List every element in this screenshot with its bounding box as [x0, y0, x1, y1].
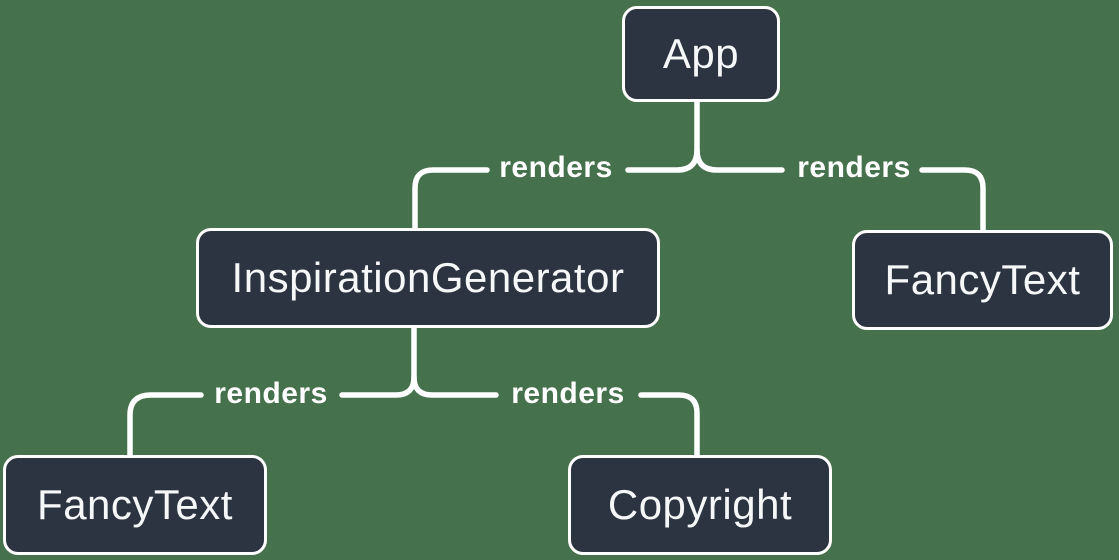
edge-label-inspiration-generator-to-fancy-text-left: renders: [214, 377, 328, 410]
node-label-copyright: Copyright: [607, 481, 793, 528]
node-label-fancy-text-left: FancyText: [37, 481, 233, 528]
node-label-fancy-text-right: FancyText: [884, 256, 1081, 303]
connector-app-fork-left: [625, 98, 700, 173]
connector-inspiration-fork-right: [411, 374, 499, 398]
connector-app-fork-right: [694, 147, 785, 173]
node-label-inspiration-generator: InspirationGenerator: [231, 254, 625, 301]
tree-node-copyright: Copyright: [568, 455, 832, 555]
connector-drop-into-copyright: [638, 392, 700, 458]
connector-drop-into-fancy-text-left: [127, 392, 204, 458]
edge-label-app-to-inspiration-generator: renders: [499, 151, 613, 184]
edge-label-inspiration-generator-to-copyright: renders: [511, 377, 625, 410]
node-label-app: App: [662, 30, 740, 77]
edge-label-app-to-fancy-text-right: renders: [797, 151, 911, 184]
connector-drop-into-inspiration: [412, 167, 490, 231]
connector-drop-into-fancy-text-right: [919, 167, 986, 233]
connector-inspiration-fork-left: [339, 325, 417, 398]
tree-node-inspiration-generator: InspirationGenerator: [196, 228, 660, 328]
tree-node-fancy-text-right: FancyText: [852, 230, 1113, 330]
tree-node-app: App: [622, 6, 780, 102]
tree-node-fancy-text-left: FancyText: [3, 455, 267, 555]
